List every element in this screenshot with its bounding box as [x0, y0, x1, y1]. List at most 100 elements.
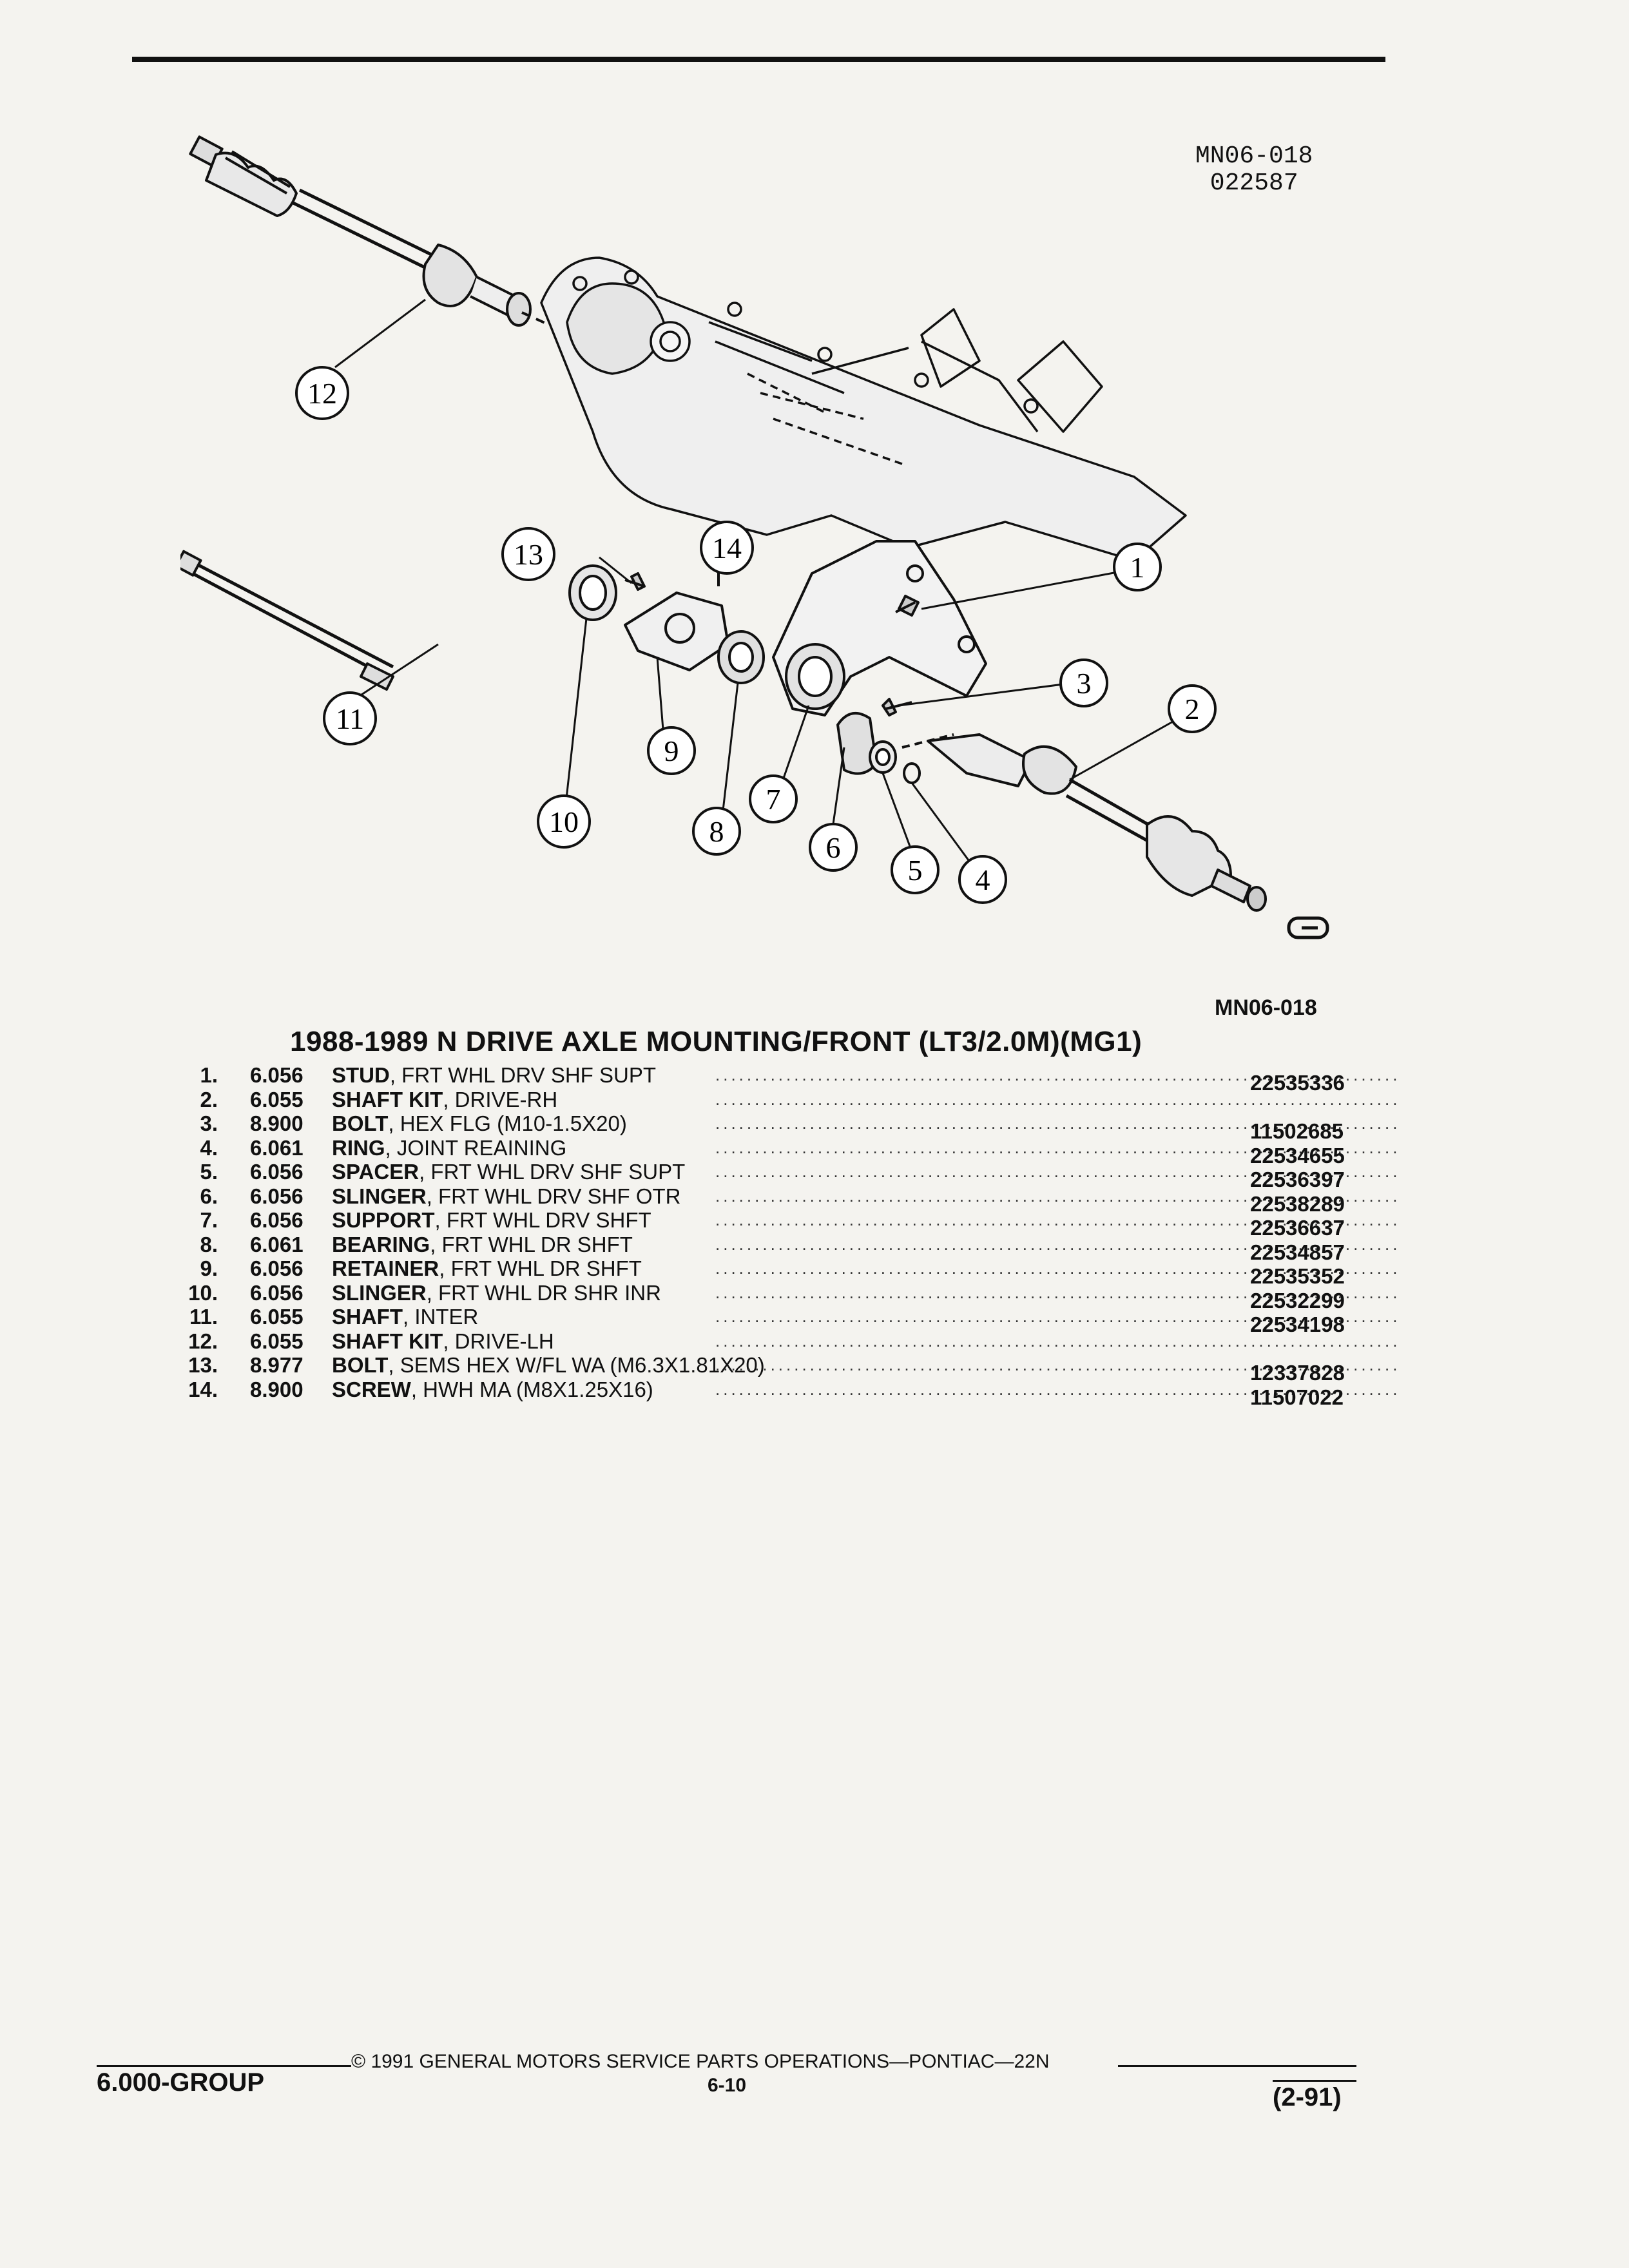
part-catalog-number: 22538289: [1250, 1191, 1345, 1216]
part-description: SLINGER, FRT WHL DR SHR INR: [332, 1281, 661, 1305]
part-number: 14.: [188, 1377, 218, 1401]
page-number: 6-10: [708, 2075, 747, 2096]
retainer: [624, 591, 729, 671]
part-group-code: 6.061: [250, 1135, 304, 1160]
part-name: BOLT: [332, 1111, 389, 1135]
svg-text:12: 12: [307, 377, 337, 410]
part-row: 9. 6.056 RETAINER, FRT WHL DR SHFT........…: [187, 1256, 1398, 1288]
svg-text:9: 9: [664, 735, 679, 767]
part-description: STUD, FRT WHL DRV SHF SUPT: [332, 1063, 656, 1088]
leader-dots: ........................................…: [715, 1210, 1398, 1229]
slinger-outer: [836, 712, 878, 775]
callout-9: 9: [647, 726, 696, 775]
part-catalog-number: 22536637: [1250, 1216, 1345, 1240]
part-catalog-number: 22532299: [1250, 1288, 1345, 1312]
part-detail: , FRT WHL DR SHR INR: [426, 1280, 661, 1305]
svg-text:2: 2: [1185, 693, 1200, 726]
part-detail: , SEMS HEX W/FL WA (M6.3X1.81X20): [388, 1353, 765, 1377]
part-name: SLINGER: [332, 1280, 427, 1305]
part-catalog-number: 22535336: [1250, 1071, 1345, 1095]
part-catalog-number: 22536397: [1250, 1168, 1345, 1191]
part-name: SUPPORT: [332, 1208, 435, 1232]
svg-text:4: 4: [976, 863, 990, 896]
drive-shaft-lh: [189, 135, 532, 327]
part-detail: , FRT WHL DR SHFT: [430, 1232, 633, 1256]
part-detail: , FRT WHL DRV SHF SUPT: [389, 1063, 657, 1087]
part-row: 2. 6.055 SHAFT KIT, DRIVE-RH..............…: [187, 1087, 1398, 1112]
top-rule: [132, 57, 1385, 62]
part-description: SHAFT KIT, DRIVE-LH: [332, 1329, 554, 1354]
svg-text:6: 6: [826, 831, 841, 864]
part-name: SHAFT: [332, 1305, 403, 1329]
part-detail: , HEX FLG (M10-1.5X20): [388, 1111, 627, 1135]
part-detail: , HWH MA (M8X1.25X16): [410, 1377, 653, 1401]
gm-logo: [1287, 916, 1329, 939]
part-name: RING: [332, 1135, 385, 1160]
svg-text:13: 13: [514, 538, 543, 571]
part-detail: , FRT WHL DR SHFT: [439, 1256, 642, 1280]
callouts: 1 2 3 4 5 6 7 8 9 10 11 12 13 14: [295, 366, 1217, 904]
part-name: SCREW: [332, 1377, 411, 1401]
intermediate-shaft: [180, 550, 394, 691]
footer-date: (2-91): [1273, 2083, 1342, 2111]
part-group-code: 6.056: [250, 1184, 304, 1208]
transaxle-housing: [540, 256, 1187, 562]
part-description: SCREW, HWH MA (M8X1.25X16): [332, 1378, 653, 1402]
part-detail: , DRIVE-RH: [443, 1087, 558, 1111]
part-number: 2.: [200, 1087, 218, 1111]
part-group-code: 6.055: [250, 1087, 304, 1111]
part-name: BEARING: [332, 1232, 430, 1256]
callout-12: 12: [295, 366, 349, 420]
joint-ring: [903, 762, 921, 784]
part-name: SHAFT KIT: [332, 1087, 443, 1111]
part-name: SLINGER: [332, 1184, 427, 1208]
part-group-code: 6.056: [250, 1063, 304, 1087]
part-description: RETAINER, FRT WHL DR SHFT: [332, 1256, 642, 1281]
part-number: 4.: [200, 1135, 218, 1160]
footer-group: 6.000-GROUP: [97, 2068, 265, 2097]
part-group-code: 6.056: [250, 1160, 304, 1184]
part-number: 9.: [200, 1256, 218, 1280]
part-detail: , DRIVE-LH: [443, 1329, 554, 1353]
part-number: 3.: [200, 1111, 218, 1135]
part-name: SHAFT KIT: [332, 1329, 443, 1353]
svg-text:10: 10: [549, 805, 579, 838]
page-title: 1988-1989 N DRIVE AXLE MOUNTING/FRONT (L…: [290, 1026, 1142, 1057]
callout-10: 10: [537, 794, 591, 849]
part-detail: , FRT WHL DRV SHF OTR: [426, 1184, 681, 1208]
footer-copyright: © 1991 GENERAL MOTORS SERVICE PARTS OPER…: [351, 2051, 1050, 2072]
part-name: SPACER: [332, 1160, 419, 1184]
drive-shaft-rh: [927, 733, 1267, 912]
leader-dots: ........................................…: [715, 1089, 1398, 1109]
svg-text:14: 14: [712, 532, 742, 564]
part-group-code: 6.055: [250, 1305, 304, 1329]
part-name: BOLT: [332, 1353, 389, 1377]
part-description: SHAFT KIT, DRIVE-RH: [332, 1088, 557, 1112]
footer-rule-date: [1273, 2080, 1356, 2082]
exploded-parts-diagram: 1 2 3 4 5 6 7 8 9 10 11 12 13 14: [180, 135, 1329, 939]
part-number: 13.: [188, 1353, 218, 1377]
leader-dots: ........................................…: [715, 1113, 1398, 1133]
part-number: 8.: [200, 1232, 218, 1256]
leader-dots: ........................................…: [715, 1258, 1398, 1278]
part-group-code: 8.900: [250, 1377, 304, 1401]
svg-text:8: 8: [709, 815, 724, 848]
callout-6: 6: [809, 823, 858, 872]
part-catalog-number: 12337828: [1250, 1361, 1345, 1385]
figure-reference-top: MN06-018 022587: [1195, 143, 1313, 197]
part-number: 7.: [200, 1208, 218, 1232]
part-group-code: 6.056: [250, 1256, 304, 1280]
part-catalog-number: 11507022: [1250, 1385, 1344, 1409]
hex-flange-bolt: [882, 698, 912, 716]
part-description: BOLT, HEX FLG (M10-1.5X20): [332, 1111, 627, 1136]
callout-3: 3: [1059, 658, 1108, 707]
